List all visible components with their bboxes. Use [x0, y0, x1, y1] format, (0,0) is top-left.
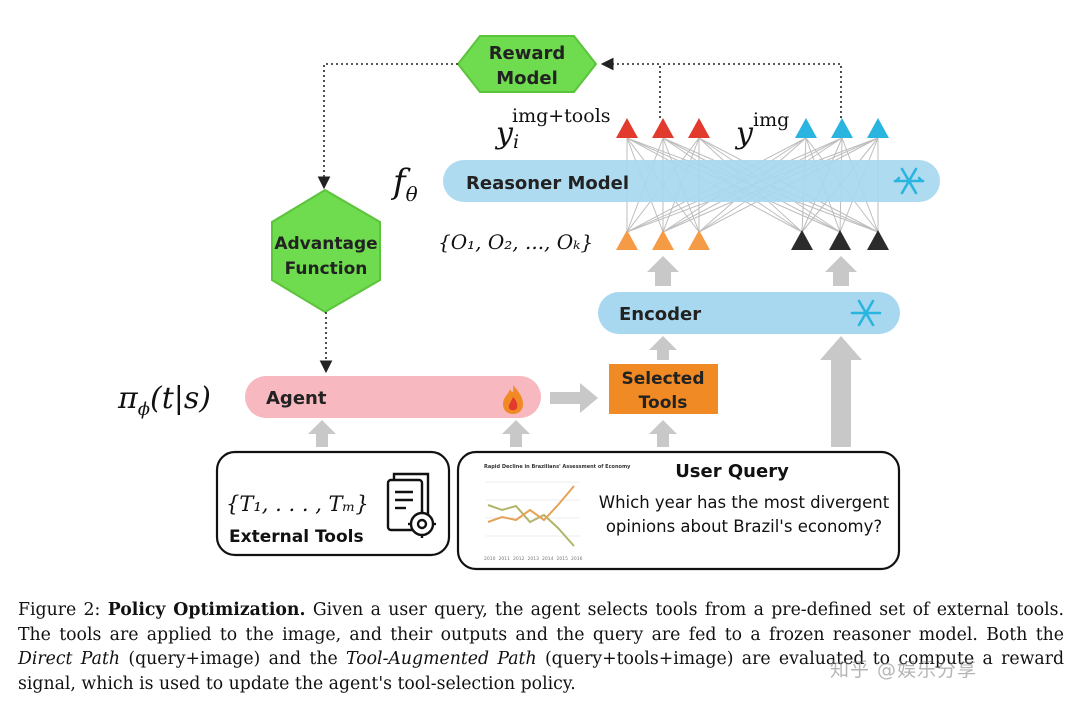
image-token-triangle [829, 230, 851, 250]
chart-thumbnail-image: Rapid Decline in Brazilians' Assessment … [484, 464, 631, 562]
user-query-line-2: opinions about Brazil's economy? [606, 517, 882, 536]
reward-model-label-2: Model [496, 68, 558, 89]
tool-output-sub: i [513, 131, 519, 153]
data-flow-arrows [308, 256, 862, 447]
watermark: 知乎 @娱乐分享 [830, 659, 978, 681]
encoder-label: Encoder [619, 304, 701, 325]
image-output-triangle [831, 118, 853, 138]
advantage-function-label-2: Function [285, 259, 368, 279]
advantage-function-hexagon: Advantage Function [271, 188, 381, 314]
user-query-title: User Query [675, 461, 789, 482]
snowflake-icon [893, 167, 925, 195]
thumbnail-x-tick: 2014 [542, 556, 554, 562]
thumbnail-title: Rapid Decline in Brazilians' Assessment … [484, 464, 631, 470]
agent-policy-symbol: πϕ(t|s) [117, 381, 211, 420]
caption-text-2: (query+image) and the [128, 649, 338, 669]
token-triangles [616, 118, 889, 250]
reward-model-hexagon: Reward Model [456, 35, 598, 93]
image-output-triangle [867, 118, 889, 138]
tool-output-sup: img+tools [512, 105, 611, 127]
tool-output-token-triangle [688, 230, 710, 250]
tool-outputs-set-label: {O₁, O₂, ..., Oₖ} [438, 230, 593, 254]
advantage-function-label-1: Advantage [274, 234, 377, 254]
arrow-tools-to-encoder [649, 336, 677, 360]
external-tools-label: External Tools [229, 527, 364, 547]
tool-augmented-output-triangle [688, 118, 710, 138]
image-output-triangle [795, 118, 817, 138]
figure-caption: Figure 2: Policy Optimization. Given a u… [18, 598, 1064, 696]
agent-label: Agent [266, 388, 327, 409]
thumbnail-x-tick: 2016 [571, 556, 583, 562]
caption-figure-number: Figure 2: [18, 600, 101, 620]
document-gear-icon [386, 472, 436, 538]
external-tools-box: {T₁, . . . , Tₘ} External Tools [215, 450, 451, 557]
arrow-image-to-tools [649, 420, 677, 447]
arrow-encoder-to-reasoner-2 [825, 256, 857, 286]
encoder-bar: Encoder [598, 292, 900, 334]
caption-text-3: (query+tools+image) are evaluated to com… [18, 649, 1065, 694]
tool-output-label: y [494, 116, 514, 151]
arrow-query-to-agent [502, 420, 530, 447]
selected-tools-label-1: Selected [621, 369, 704, 389]
caption-heading: Policy Optimization. [107, 600, 306, 620]
image-token-triangle [791, 230, 813, 250]
thumbnail-x-tick: 2012 [513, 556, 525, 562]
policy-optimization-diagram: Reasoner Model fθ Encoder Agent πϕ(t|s) … [117, 35, 940, 571]
tool-augmented-output-triangle [652, 118, 674, 138]
thumbnail-x-tick: 2010 [484, 556, 496, 562]
tool-augmented-output-triangle [616, 118, 638, 138]
thumbnail-x-tick: 2013 [528, 556, 540, 562]
tool-output-token-triangle [616, 230, 638, 250]
caption-direct-path: Direct Path [18, 649, 121, 669]
snowflake-icon [850, 299, 882, 327]
arrow-query-to-encoder [820, 336, 862, 447]
tool-output-token-triangle [652, 230, 674, 250]
selected-tools-label-2: Tools [639, 393, 688, 413]
reward-model-label-1: Reward [489, 43, 566, 64]
image-output-label: y [734, 116, 754, 151]
image-output-sup: img [753, 109, 789, 131]
arrow-agent-to-selected-tools [550, 383, 598, 413]
arrow-encoder-to-reasoner-1 [647, 256, 679, 286]
arrow-tools-to-agent [308, 420, 336, 447]
caption-tool-augmented-path: Tool-Augmented Path [346, 649, 537, 669]
reward-flow-arrows [317, 57, 842, 374]
agent-bar: Agent [245, 376, 541, 418]
selected-tools-box: Selected Tools [609, 364, 718, 414]
reasoner-model-bar: Reasoner Model [443, 160, 940, 202]
external-tools-set: {T₁, . . . , Tₘ} [226, 492, 369, 516]
flame-icon [503, 385, 523, 414]
thumbnail-x-tick: 2011 [499, 556, 511, 562]
user-query-line-1: Which year has the most divergent [599, 493, 890, 512]
thumbnail-x-tick: 2015 [557, 556, 569, 562]
image-token-triangle [867, 230, 889, 250]
reasoner-param-symbol: fθ [390, 162, 418, 206]
caption-text-1: Given a user query, the agent selects to… [18, 600, 1065, 645]
user-query-box: User Query Which year has the most diver… [456, 450, 901, 571]
reasoner-model-label: Reasoner Model [466, 173, 629, 194]
